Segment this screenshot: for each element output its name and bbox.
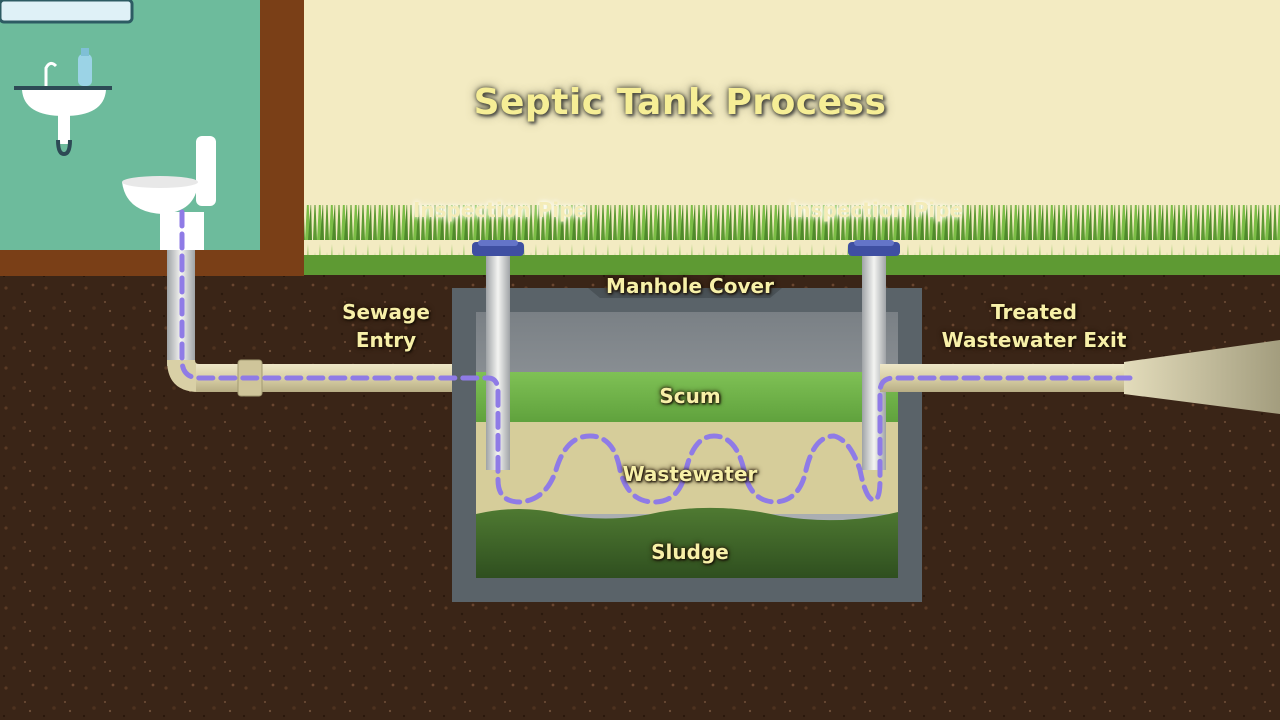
- label-treated-exit-line1: Treated: [991, 300, 1077, 324]
- inspection-pipe-right: [848, 240, 900, 470]
- label-inspection-pipe-right: Inspection Pipe: [788, 198, 964, 222]
- septic-tank: [452, 288, 922, 602]
- label-sewage-entry-line2: Entry: [355, 328, 417, 352]
- sewage-flow-path: [179, 209, 1133, 505]
- diagram-title: Septic Tank Process: [473, 82, 887, 123]
- label-scum: Scum: [659, 384, 721, 408]
- label-sewage-entry: Sewage Entry: [326, 298, 446, 354]
- label-wastewater: Wastewater: [622, 462, 758, 486]
- label-treated-wastewater-exit: Treated Wastewater Exit: [934, 298, 1134, 354]
- scum-layer: [476, 372, 898, 428]
- house-wall: [0, 0, 260, 250]
- mirror: [0, 0, 134, 24]
- label-treated-exit-line2: Wastewater Exit: [941, 328, 1127, 352]
- drain-field-outflow: [1124, 340, 1280, 414]
- label-manhole-cover: Manhole Cover: [606, 274, 774, 298]
- sludge-layer: [476, 507, 898, 578]
- label-inspection-pipe-left: Inspection Pipe: [412, 198, 588, 222]
- label-sludge: Sludge: [651, 540, 729, 564]
- inspection-pipe-left: [472, 240, 524, 470]
- manhole-cover-shape: [588, 288, 782, 298]
- grass-base: [300, 255, 1280, 275]
- label-sewage-entry-line1: Sewage: [342, 300, 430, 324]
- sink-icon: [14, 48, 112, 157]
- house-interior: [0, 0, 304, 276]
